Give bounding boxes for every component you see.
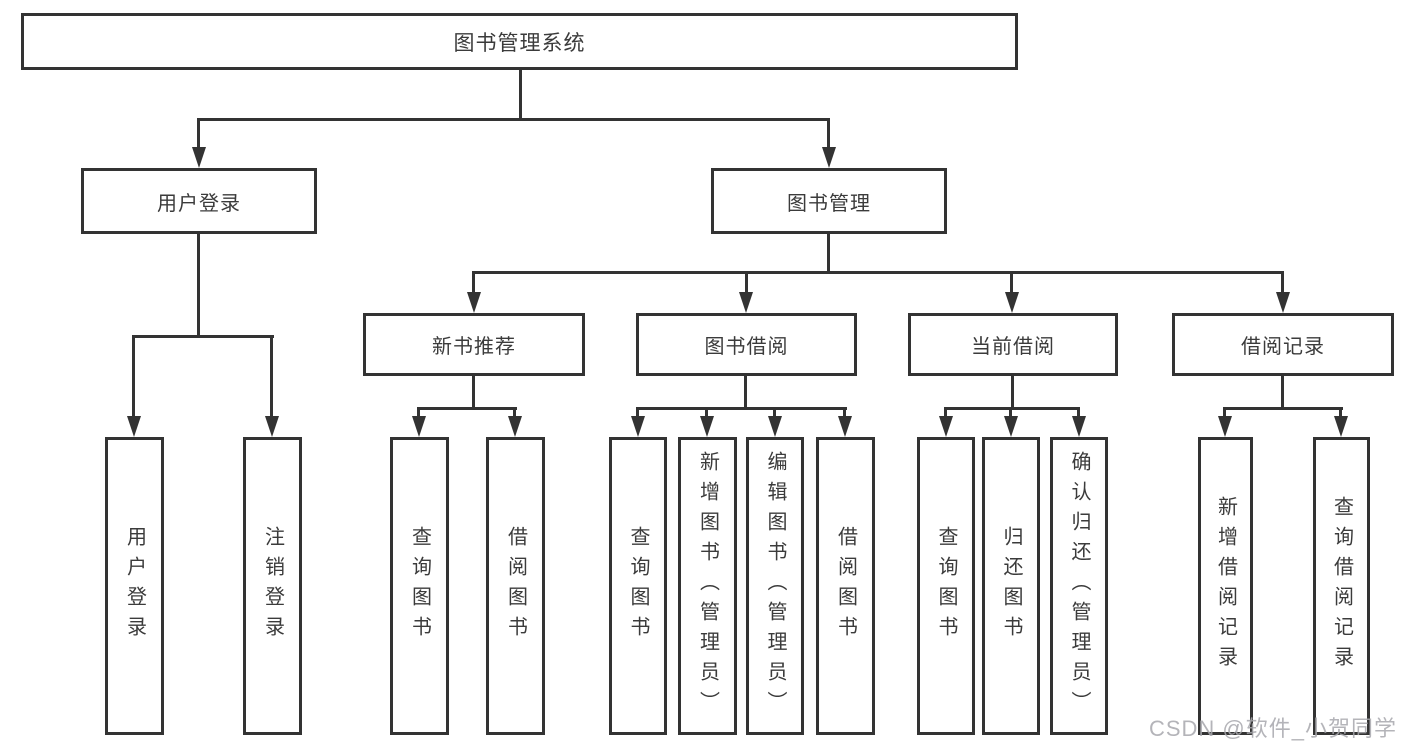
leaf-label: 查询图书: [627, 526, 649, 646]
arrow-down-icon: [1005, 292, 1019, 313]
connector-line: [197, 118, 200, 150]
arrow-down-icon: [1072, 416, 1086, 437]
leaf-label: 归还图书: [1000, 526, 1022, 646]
arrow-down-icon: [1218, 416, 1232, 437]
leaf-label: 新增图书（管理员）: [696, 451, 719, 721]
connector-line: [744, 374, 747, 409]
arrow-down-icon: [192, 147, 206, 168]
leaf-query-books-recommend: 查询图书: [390, 437, 449, 735]
connector-line: [1009, 407, 1012, 419]
connector-line: [473, 271, 1284, 274]
arrow-down-icon: [412, 416, 426, 437]
arrow-down-icon: [265, 416, 279, 437]
arrow-down-icon: [768, 416, 782, 437]
connector-line: [745, 271, 748, 295]
connector-line: [513, 407, 516, 419]
arrow-down-icon: [631, 416, 645, 437]
node-book-management: 图书管理: [711, 168, 947, 234]
connector-line: [472, 374, 475, 409]
arrow-down-icon: [939, 416, 953, 437]
leaf-label: 用户登录: [123, 526, 146, 646]
arrow-down-icon: [838, 416, 852, 437]
arrow-down-icon: [1004, 416, 1018, 437]
leaf-add-books-admin: 新增图书（管理员）: [678, 437, 737, 735]
node-user-login: 用户登录: [81, 168, 317, 234]
connector-line: [418, 407, 517, 410]
arrow-down-icon: [739, 292, 753, 313]
csdn-watermark: CSDN @软件_小贺同学: [1148, 716, 1397, 741]
connector-line: [945, 407, 1080, 410]
connector-line: [270, 335, 273, 419]
leaf-label: 借阅图书: [504, 526, 527, 646]
connector-line: [636, 407, 639, 419]
leaf-label: 注销登录: [261, 526, 284, 646]
leaf-confirm-return-admin: 确认归还（管理员）: [1050, 437, 1108, 735]
connector-line: [843, 407, 846, 419]
node-borrow-records: 借阅记录: [1172, 313, 1394, 376]
leaf-user-login: 用户登录: [105, 437, 164, 735]
leaf-query-books-current: 查询图书: [917, 437, 975, 735]
leaf-query-books-borrow: 查询图书: [609, 437, 667, 735]
leaf-label: 编辑图书（管理员）: [764, 451, 786, 721]
leaf-label: 确认归还（管理员）: [1068, 451, 1090, 721]
connector-line: [705, 407, 708, 419]
arrow-down-icon: [700, 416, 714, 437]
leaf-logout: 注销登录: [243, 437, 302, 735]
connector-line: [132, 335, 135, 419]
arrow-down-icon: [467, 292, 481, 313]
arrow-down-icon: [1334, 416, 1348, 437]
connector-line: [827, 118, 830, 150]
leaf-return-books: 归还图书: [982, 437, 1040, 735]
connector-line: [1011, 374, 1014, 409]
connector-line: [1224, 407, 1343, 410]
leaf-add-borrow-record: 新增借阅记录: [1198, 437, 1253, 735]
connector-line: [827, 232, 830, 273]
arrow-down-icon: [822, 147, 836, 168]
leaf-label: 查询图书: [408, 526, 431, 646]
connector-line: [1281, 374, 1284, 409]
connector-line: [519, 68, 522, 120]
leaf-query-borrow-record: 查询借阅记录: [1313, 437, 1370, 735]
leaf-label: 借阅图书: [834, 526, 857, 646]
arrow-down-icon: [1276, 292, 1290, 313]
node-current-borrow: 当前借阅: [908, 313, 1118, 376]
connector-line: [1223, 407, 1226, 419]
arrow-down-icon: [127, 416, 141, 437]
connector-line: [472, 271, 475, 295]
connector-line: [197, 232, 200, 337]
leaf-edit-books-admin: 编辑图书（管理员）: [746, 437, 804, 735]
leaf-borrow-books: 借阅图书: [816, 437, 875, 735]
node-root: 图书管理系统: [21, 13, 1018, 70]
connector-line: [773, 407, 776, 419]
connector-line: [1339, 407, 1342, 419]
connector-line: [417, 407, 420, 419]
connector-line: [1010, 271, 1013, 295]
node-book-borrow: 图书借阅: [636, 313, 857, 376]
leaf-label: 查询借阅记录: [1330, 496, 1353, 676]
connector-line: [198, 118, 830, 121]
connector-line: [637, 407, 847, 410]
connector-line: [944, 407, 947, 419]
leaf-borrow-books-recommend: 借阅图书: [486, 437, 545, 735]
arrow-down-icon: [508, 416, 522, 437]
connector-line: [133, 335, 274, 338]
connector-line: [1077, 407, 1080, 419]
leaf-label: 查询图书: [935, 526, 957, 646]
leaf-label: 新增借阅记录: [1214, 496, 1237, 676]
node-new-book-recommend: 新书推荐: [363, 313, 585, 376]
connector-line: [1281, 271, 1284, 295]
